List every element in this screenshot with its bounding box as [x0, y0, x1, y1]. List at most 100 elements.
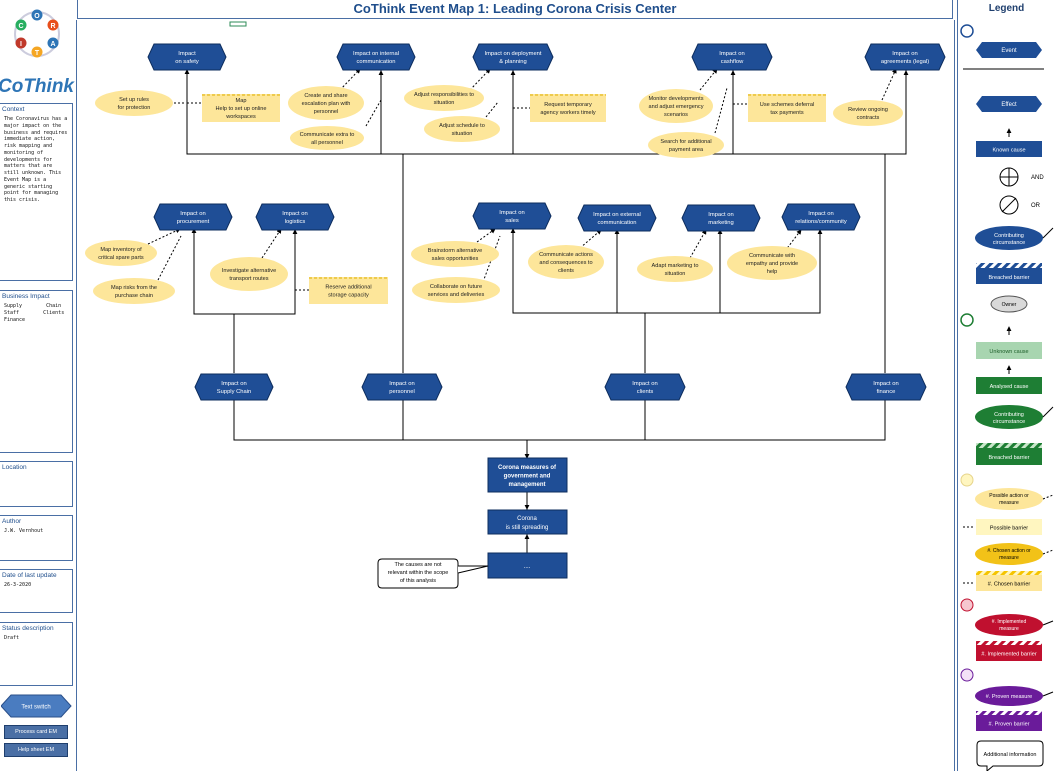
event-deployment[interactable]: Impact on deployment& planning: [472, 43, 554, 71]
legend-contributing2-line: circumstance: [993, 419, 1025, 425]
action-label: Map risks from the: [111, 285, 157, 291]
event-label: finance: [877, 389, 896, 395]
legend-contributing-line: circumstance: [993, 240, 1025, 246]
logo-text: CoThink: [0, 76, 75, 97]
action-label: scenarios: [664, 112, 688, 118]
event-label: Impact on: [221, 381, 246, 387]
event-label: Impact on: [282, 211, 307, 217]
event-label: personnel: [389, 389, 414, 395]
location-panel: Location: [0, 461, 73, 507]
status-text: Draft: [4, 635, 20, 641]
legend-unknown-cause-label: Unknown cause: [989, 349, 1028, 355]
action-label: Map inventory of: [100, 247, 142, 253]
action-a6[interactable]: Monitor developments and adjust emergency…: [639, 89, 713, 123]
legend-proven-barrier-label: #. Proven barrier: [989, 722, 1030, 728]
canvas-frame: [76, 20, 955, 771]
legend-effect-shape: [976, 96, 1042, 112]
legend-implemented-measure-shape: [975, 614, 1043, 636]
legend-effect-label: Effect: [1001, 102, 1017, 108]
legend-chosen-action-shape: [975, 543, 1043, 565]
action-shape: [833, 100, 903, 126]
process-card-button[interactable]: Process card EM: [4, 725, 68, 739]
measure-link: [699, 68, 718, 91]
legend-event-label: Event: [1001, 48, 1017, 54]
legend-owner-label: Owner: [1002, 302, 1017, 308]
legend-and-label: AND: [1031, 175, 1044, 181]
wheel-letter: O: [34, 13, 40, 20]
connector-line: [233, 399, 886, 441]
event-label: Impact on internal: [353, 51, 399, 57]
action-shape: [412, 277, 500, 303]
legend-additional-info-shape: [976, 740, 1044, 771]
context-title: Context: [2, 106, 25, 113]
action-label: Create and share: [304, 93, 347, 99]
action-label: Review ongoing: [848, 107, 888, 113]
legend-canvas: Event Effect Known cause AND OR Contribu…: [960, 24, 1054, 771]
action-label: transport routes: [229, 276, 268, 282]
event-shape: [472, 43, 554, 71]
action-label: Communicate extra to: [300, 132, 355, 138]
text-switch-button[interactable]: Text switch: [1, 694, 73, 718]
action-label: Adjust responsibilities to: [414, 92, 474, 98]
help-sheet-button[interactable]: Help sheet EM: [4, 743, 68, 757]
event-label: procurement: [177, 219, 210, 225]
corona-measures-event[interactable]: Corona measures of government and manage…: [487, 457, 568, 493]
action-label: and adjust emergency: [648, 104, 703, 110]
action-label: Communicate actions: [539, 252, 593, 258]
action-label: sales opportunities: [432, 256, 479, 262]
action-label: Set up rules: [119, 97, 149, 103]
event-shape: [681, 204, 761, 232]
unknown-cause-box[interactable]: ....: [487, 552, 568, 579]
event-shape: [336, 43, 416, 71]
context-text: The Coronavirus has a major impact on th…: [4, 116, 71, 203]
measure-link: [261, 228, 282, 259]
action-label: personnel: [314, 109, 339, 115]
event-label: on safety: [175, 59, 199, 65]
date-text: 26-3-2020: [4, 582, 32, 588]
event-finance[interactable]: Impact on finance: [845, 373, 927, 401]
barrier-label: agency workers timely: [540, 110, 596, 116]
event-label: Impact on: [873, 381, 898, 387]
event-label: marketing: [708, 220, 733, 226]
wheel-letter: I: [20, 41, 22, 48]
legend-event-shape: [976, 42, 1042, 58]
measure-link: [485, 101, 499, 118]
legend-analysed-cause-shape: [976, 377, 1042, 394]
event-label: communication: [598, 220, 637, 226]
corona-spreading-event[interactable]: Corona is still spreading: [487, 509, 568, 535]
action-label: Monitor developments: [648, 96, 703, 102]
barrier-label: tax payments: [770, 110, 803, 116]
